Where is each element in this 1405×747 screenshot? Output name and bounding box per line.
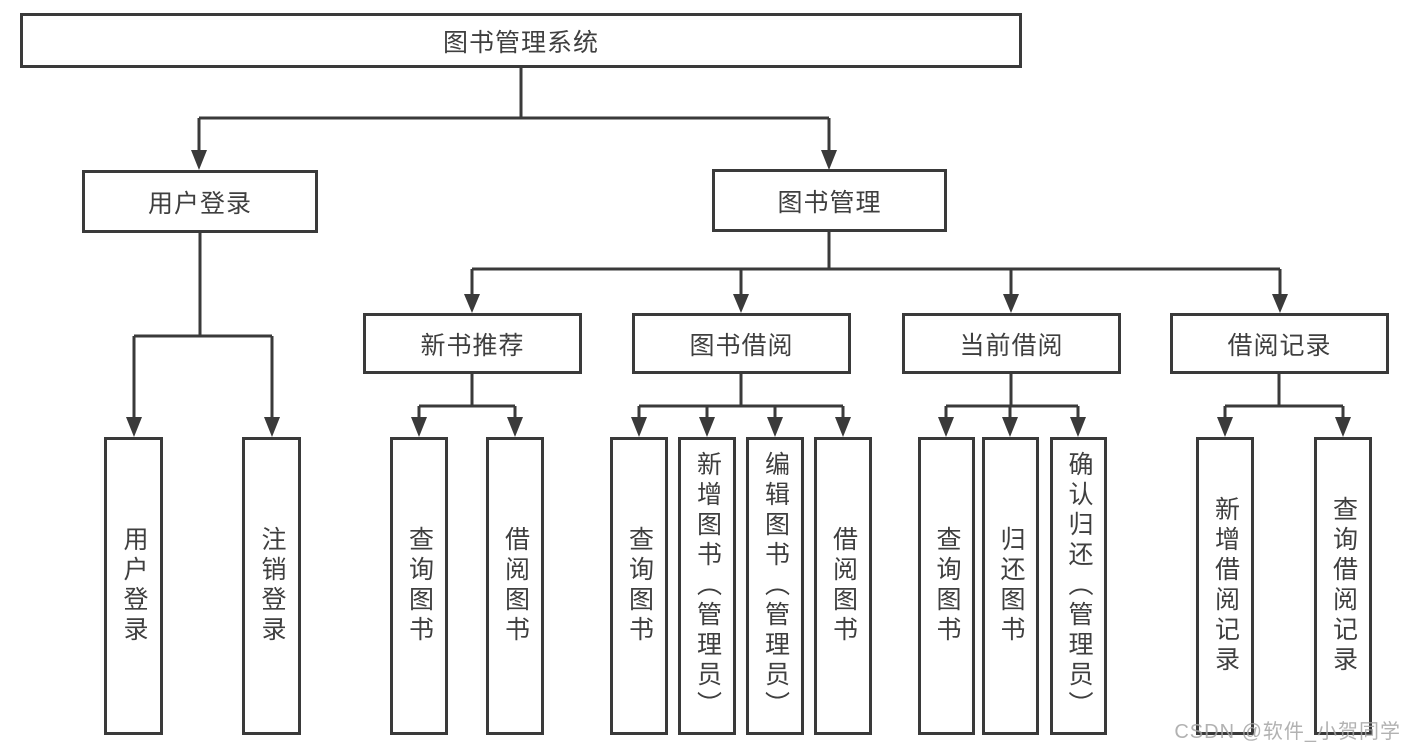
leaf-edit-books-admin-label: 编辑图书（管理员） [761,451,790,721]
connector-user-login [126,233,280,437]
connector-borrow-records [1217,374,1351,437]
csdn-watermark: CSDN @软件_小贺同学 [1174,721,1401,743]
node-root-label: 图书管理系统 [442,28,599,57]
node-root: 图书管理系统 [20,13,1022,68]
leaf-newbooks-borrow-books-label: 借阅图书 [501,526,530,646]
leaf-user-login-label: 用户登录 [120,526,148,646]
node-user-login: 用户登录 [82,170,318,233]
leaf-confirm-return-admin: 确认归还（管理员） [1050,437,1107,735]
connector-book-mgmt [464,232,1288,313]
node-current-borrow-label: 当前借阅 [959,331,1064,360]
connector-new-books [411,374,523,437]
node-book-management: 图书管理 [712,169,947,232]
node-new-book-recommend: 新书推荐 [363,313,582,374]
leaf-add-borrow-record: 新增借阅记录 [1196,437,1254,735]
leaf-borrow-borrow-books: 借阅图书 [814,437,872,735]
leaf-borrow-search-books: 查询图书 [610,437,668,735]
node-new-book-recommend-label: 新书推荐 [420,331,525,360]
node-borrow-records: 借阅记录 [1170,313,1389,374]
node-borrow-records-label: 借阅记录 [1227,331,1332,360]
node-user-login-label: 用户登录 [147,189,252,218]
leaf-newbooks-search-books: 查询图书 [390,437,448,735]
leaf-current-search-books-label: 查询图书 [933,526,961,646]
node-book-management-label: 图书管理 [777,188,882,217]
node-book-borrow: 图书借阅 [632,313,851,374]
leaf-return-books: 归还图书 [982,437,1039,735]
leaf-logout-label: 注销登录 [258,526,286,646]
leaf-newbooks-borrow-books: 借阅图书 [486,437,544,735]
leaf-add-books-admin-label: 新增图书（管理员） [693,451,722,721]
leaf-current-search-books: 查询图书 [918,437,975,735]
leaf-newbooks-search-books-label: 查询图书 [405,526,434,646]
node-current-borrow: 当前借阅 [902,313,1121,374]
leaf-logout: 注销登录 [242,437,301,735]
connector-book-borrow [631,374,851,437]
leaf-search-borrow-record-label: 查询借阅记录 [1329,496,1358,676]
leaf-search-borrow-record: 查询借阅记录 [1314,437,1372,735]
leaf-edit-books-admin: 编辑图书（管理员） [746,437,804,735]
leaf-user-login: 用户登录 [104,437,163,735]
leaf-return-books-label: 归还图书 [997,526,1025,646]
connector-current-borrow [938,374,1086,437]
connector-root-to-level1 [191,68,837,170]
leaf-add-books-admin: 新增图书（管理员） [678,437,736,735]
leaf-borrow-borrow-books-label: 借阅图书 [829,526,858,646]
node-book-borrow-label: 图书借阅 [689,331,794,360]
leaf-confirm-return-admin-label: 确认归还（管理员） [1065,451,1093,721]
leaf-borrow-search-books-label: 查询图书 [625,526,654,646]
leaf-add-borrow-record-label: 新增借阅记录 [1211,496,1240,676]
